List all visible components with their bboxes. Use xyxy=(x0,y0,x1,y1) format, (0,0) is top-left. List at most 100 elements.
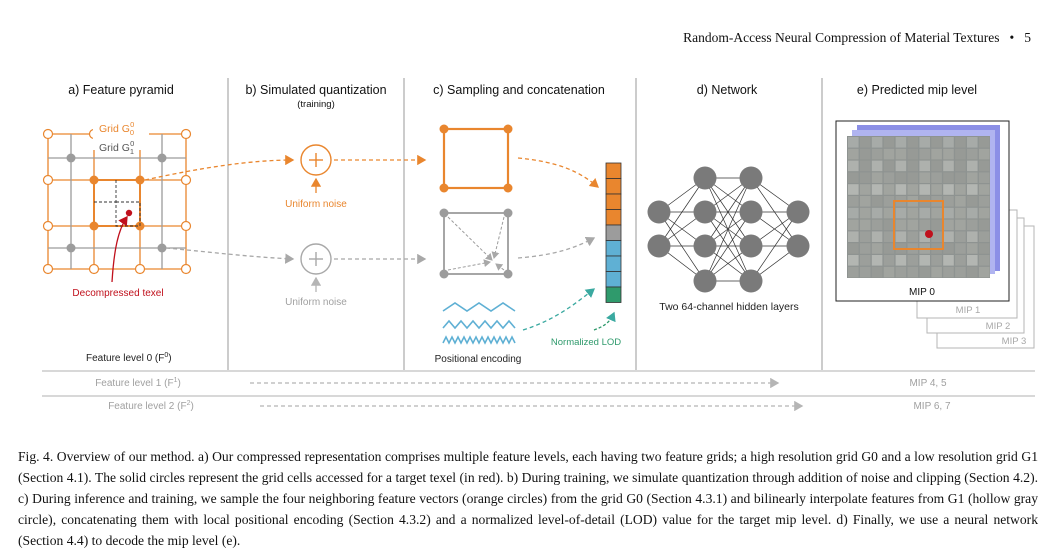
texture-tile xyxy=(943,219,954,231)
figure-4: a) Feature pyramid b) Simulated quantiza… xyxy=(42,78,1035,412)
texture-tile xyxy=(871,255,883,266)
texture-tile xyxy=(859,196,871,207)
texture-tile xyxy=(919,219,930,231)
network-node xyxy=(739,166,763,190)
concat-cell xyxy=(605,286,622,303)
texture-tile xyxy=(883,160,895,172)
texture-tile xyxy=(967,243,978,254)
texture-tile xyxy=(895,219,907,231)
mip2-label: MIP 2 xyxy=(986,321,1011,332)
level2-label: Feature level 2 (F2) xyxy=(108,400,194,412)
texture-tile xyxy=(907,172,919,183)
texture-tile xyxy=(978,231,990,242)
texture-tile xyxy=(943,160,954,172)
texture-tile xyxy=(919,184,930,195)
network-node xyxy=(647,234,671,258)
texture-tile xyxy=(955,160,966,172)
accessed-g0-nodes xyxy=(89,175,145,231)
grid-g1-label: Grid G10 xyxy=(99,139,134,156)
texture-tile xyxy=(978,219,990,231)
accessed-g1-nodes xyxy=(66,153,167,253)
panel-c-title: c) Sampling and concatenation xyxy=(433,83,605,97)
texture-tile xyxy=(955,184,966,195)
mip1-label: MIP 1 xyxy=(956,305,981,316)
texture-tile xyxy=(978,184,990,195)
figure-caption: Fig. 4. Overview of our method. a) Our c… xyxy=(18,446,1038,551)
texture-tile xyxy=(895,231,907,242)
texture-tile xyxy=(871,148,883,160)
caption-text: Overview of our method. a) Our compresse… xyxy=(18,449,1038,548)
arrow-posenc-to-concat xyxy=(522,288,596,331)
texture-tile xyxy=(955,148,966,160)
network-edge xyxy=(658,177,706,247)
network-edge xyxy=(704,211,752,282)
texture-tile xyxy=(907,137,919,148)
texture-tile xyxy=(859,184,871,195)
orange-sample-square xyxy=(439,124,513,193)
network-node xyxy=(786,234,810,258)
texture-tile xyxy=(895,184,907,195)
texture-tile xyxy=(907,231,919,242)
texture-tile xyxy=(978,172,990,183)
texture-tile xyxy=(907,184,919,195)
network-node xyxy=(647,200,671,224)
texture-tile xyxy=(978,243,990,254)
texture-tile xyxy=(919,160,930,172)
lod-label: Normalized LOD xyxy=(551,337,621,348)
texture-tile xyxy=(883,255,895,266)
texture-tile xyxy=(883,137,895,148)
texture-tile xyxy=(955,207,966,219)
network-edge xyxy=(704,177,752,247)
texture-tile xyxy=(907,219,919,231)
concat-cell xyxy=(605,162,622,179)
texture-tile xyxy=(955,266,966,278)
texture-tile xyxy=(931,137,942,148)
texture-tile xyxy=(919,137,930,148)
texture-tile xyxy=(931,231,942,242)
texture-tile xyxy=(848,207,859,219)
texture-tile xyxy=(943,231,954,242)
texture-tile xyxy=(943,137,954,148)
texture-tile xyxy=(848,184,859,195)
texture-tile xyxy=(919,255,930,266)
arrow-orange-to-concat xyxy=(517,157,599,188)
concat-cell xyxy=(605,178,622,195)
predicted-texture xyxy=(847,125,1000,278)
texture-tile xyxy=(883,148,895,160)
texture-tile xyxy=(931,148,942,160)
texture-tile xyxy=(848,231,859,242)
network-node xyxy=(786,200,810,224)
mip45-label: MIP 4, 5 xyxy=(909,378,946,389)
texture-tile xyxy=(967,184,978,195)
texel-label: Decompressed texel xyxy=(72,288,163,299)
texture-tile xyxy=(919,266,930,278)
texture-tile xyxy=(871,219,883,231)
texel-pointer-arrow xyxy=(111,215,128,283)
texture-tile xyxy=(848,196,859,207)
noise-bottom-label: Uniform noise xyxy=(285,297,347,308)
texture-tile xyxy=(967,219,978,231)
texture-tile xyxy=(848,266,859,278)
arrow-g1-to-noise xyxy=(165,247,295,264)
texture-tile xyxy=(978,207,990,219)
texture-tile xyxy=(931,255,942,266)
noise-add-top xyxy=(300,144,332,193)
concat-cell xyxy=(605,209,622,226)
texture-tile xyxy=(883,196,895,207)
texture-tile xyxy=(967,266,978,278)
texture-tile xyxy=(955,255,966,266)
network-edge xyxy=(658,211,706,282)
texture-tile xyxy=(943,243,954,254)
network-node xyxy=(739,200,763,224)
texture-tile xyxy=(895,160,907,172)
texture-tile xyxy=(883,184,895,195)
arrow-gray-to-concat xyxy=(517,237,596,259)
level0-label: Feature level 0 (F0) xyxy=(86,352,172,364)
texture-tile xyxy=(907,160,919,172)
network-node xyxy=(693,269,717,293)
texture-tile xyxy=(967,207,978,219)
texture-tile xyxy=(895,148,907,160)
texture-tile xyxy=(848,160,859,172)
network-edge xyxy=(704,177,752,282)
texture-tile xyxy=(848,148,859,160)
